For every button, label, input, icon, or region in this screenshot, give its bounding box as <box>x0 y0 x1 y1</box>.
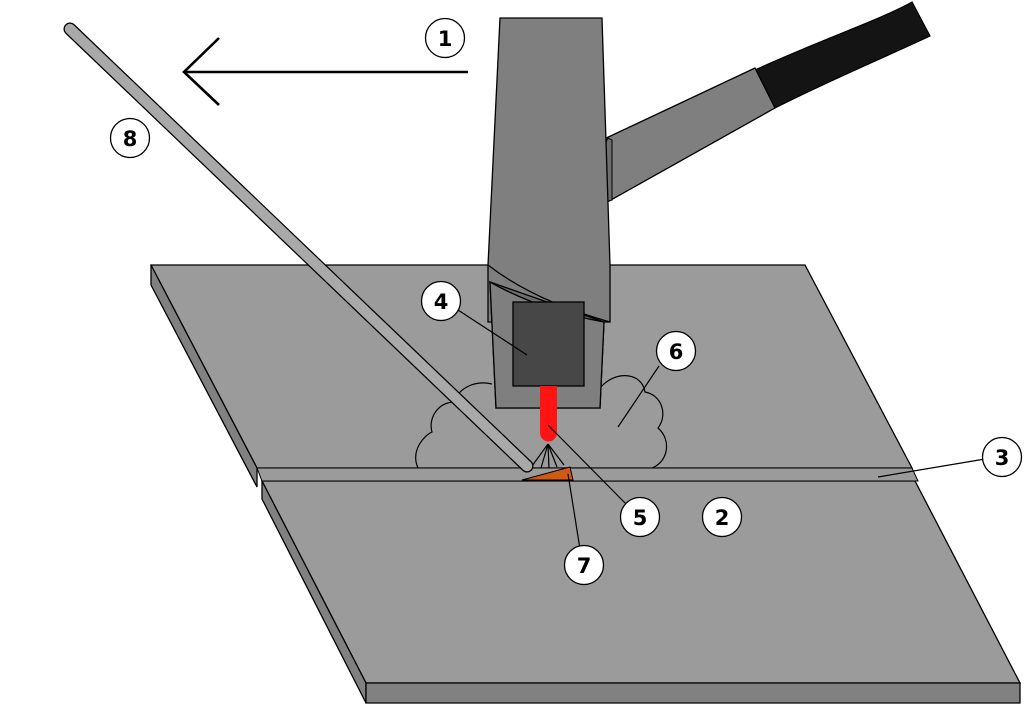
callout-6: 6 <box>655 330 697 372</box>
direction-arrow <box>182 37 468 106</box>
leader-5 <box>547 424 631 509</box>
callout-4-label: 4 <box>434 290 449 314</box>
callout-7: 7 <box>563 544 605 586</box>
callout-7-label: 7 <box>577 554 592 578</box>
electrode-housing <box>512 301 585 387</box>
callout-5: 5 <box>619 496 661 538</box>
weld-pool <box>521 466 574 481</box>
callout-2: 2 <box>701 496 743 538</box>
front-plate <box>260 480 1022 704</box>
callout-5-label: 5 <box>633 506 648 530</box>
front-plate-bottom-edge <box>365 682 1021 704</box>
back-plate-edge <box>150 264 258 488</box>
shielding-gas-cloud <box>415 375 668 469</box>
callout-1-label: 1 <box>438 27 453 51</box>
joint-gap <box>256 467 919 482</box>
callout-3: 3 <box>981 436 1023 478</box>
torch-handle <box>601 67 776 207</box>
leader-3 <box>877 458 986 478</box>
callout-2-label: 2 <box>715 506 730 530</box>
leader-7 <box>567 473 581 550</box>
torch-cable <box>754 1 931 109</box>
leader-lines <box>457 309 986 550</box>
callout-6-label: 6 <box>669 340 684 364</box>
callout-8-label: 8 <box>123 127 138 151</box>
callout-1: 1 <box>424 17 466 59</box>
callout-8: 8 <box>109 117 151 159</box>
filler-rod-fill <box>64 23 533 472</box>
callout-4: 4 <box>420 280 462 322</box>
arc-rays <box>531 443 565 469</box>
tungsten-electrode <box>540 386 557 442</box>
torch-head <box>487 17 611 323</box>
leader-4 <box>457 309 528 356</box>
torch-head-bevel <box>487 264 611 323</box>
leader-6 <box>617 365 660 428</box>
callout-3-label: 3 <box>995 446 1010 470</box>
